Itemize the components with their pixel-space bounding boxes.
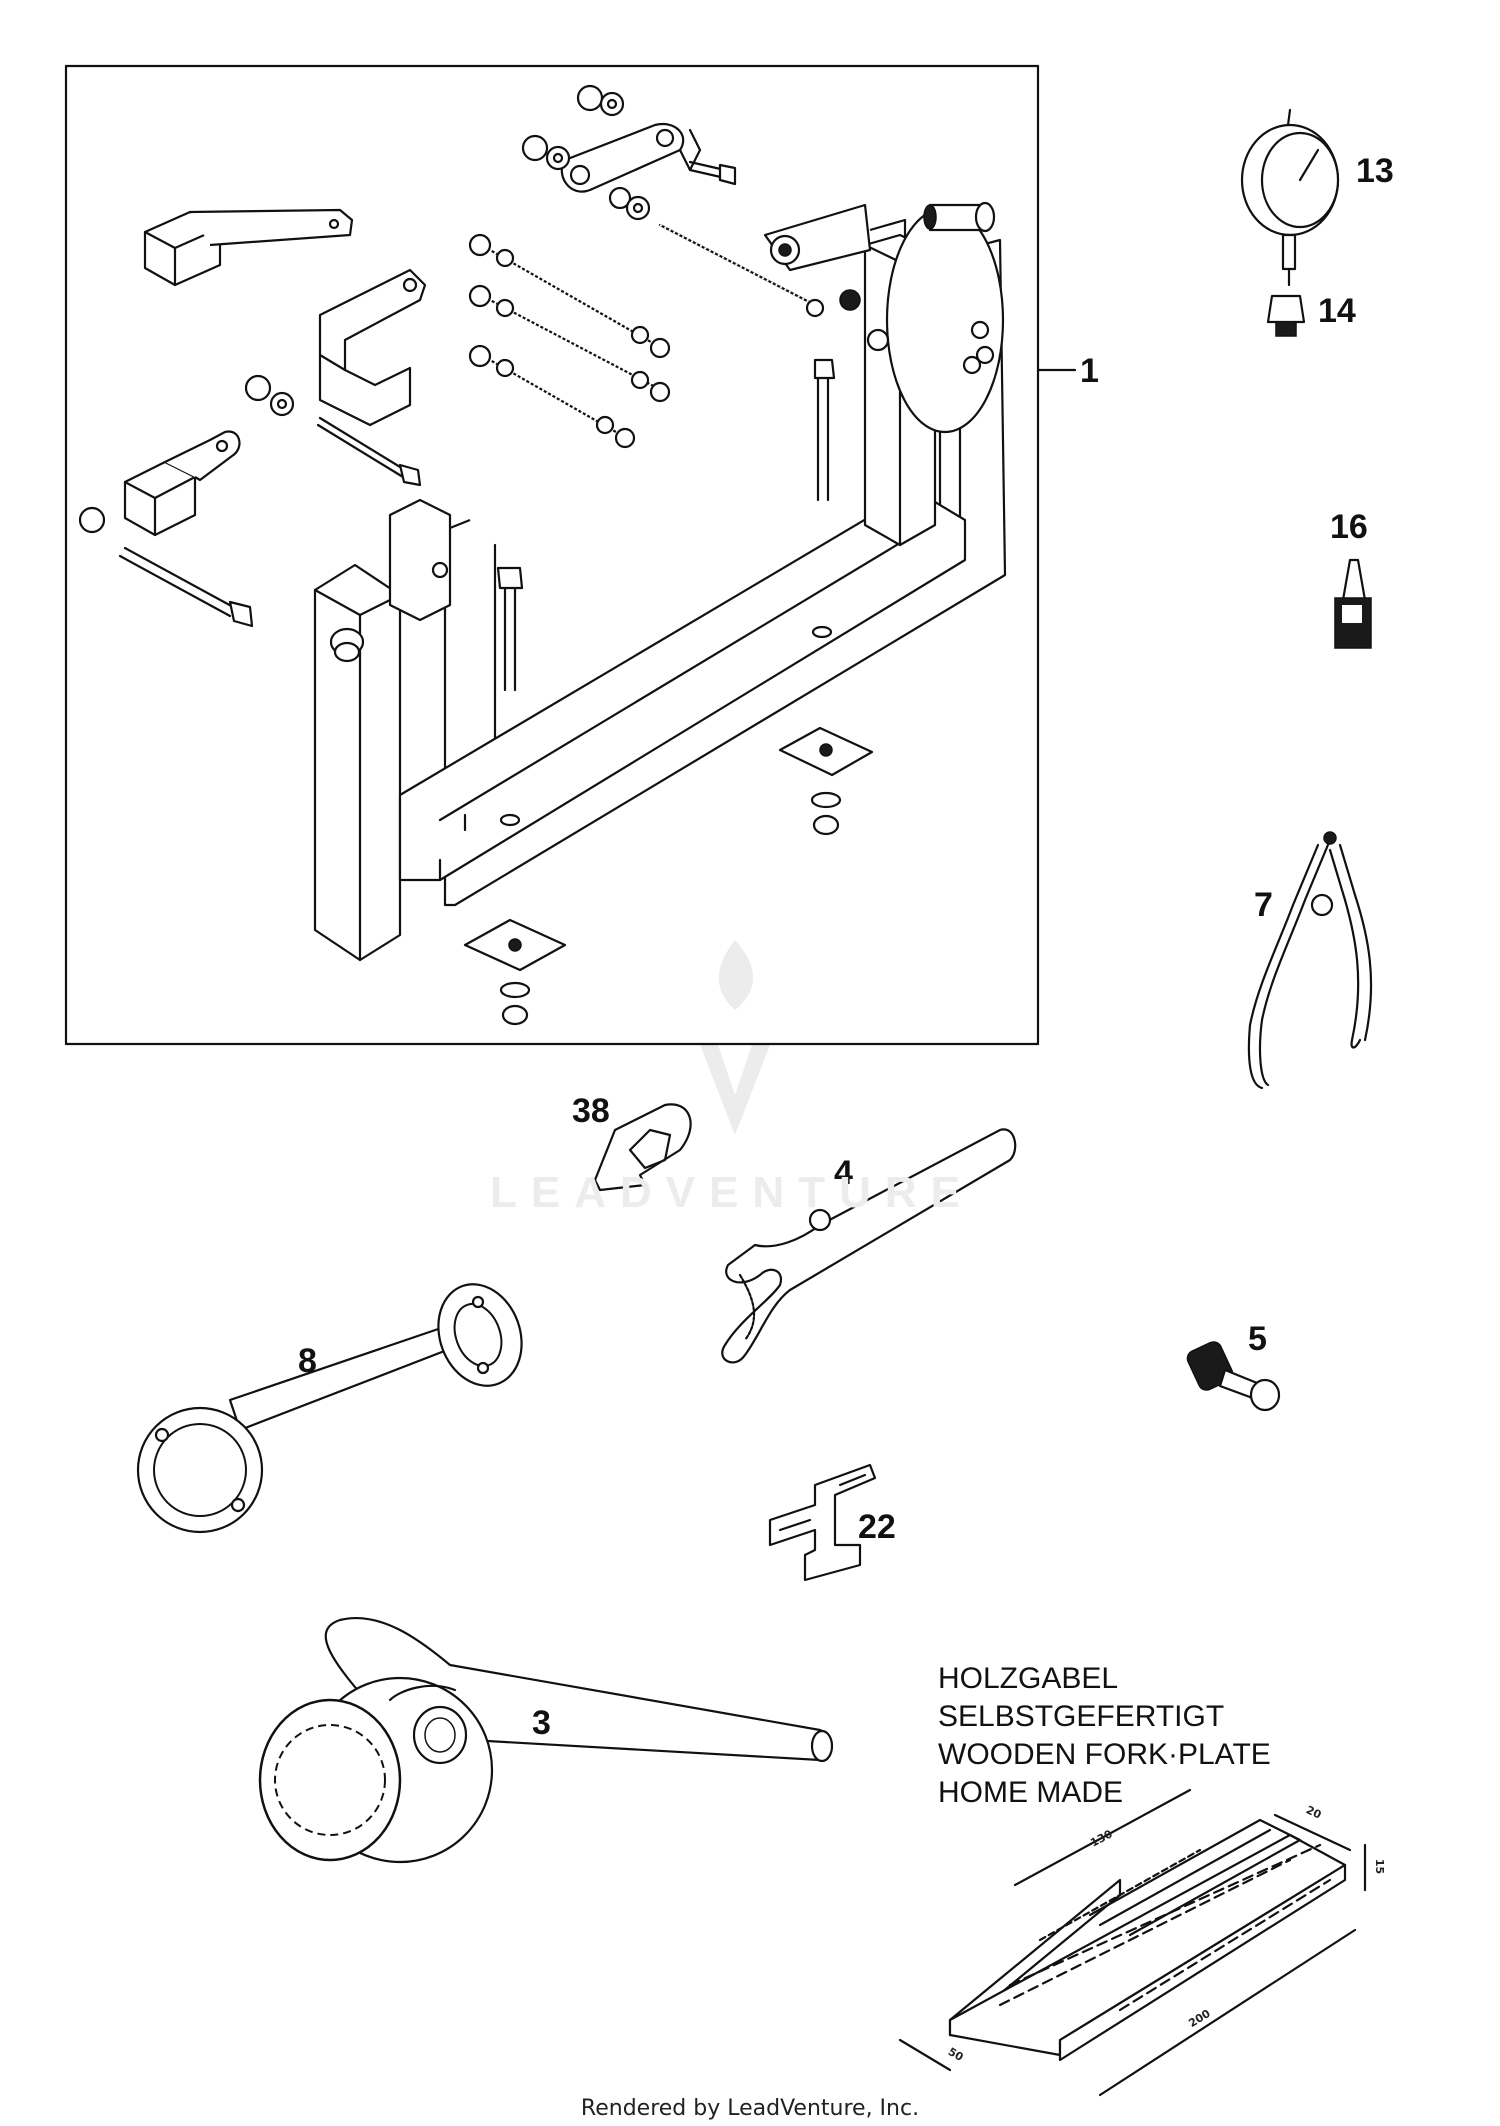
fork-stand xyxy=(313,201,1007,962)
note-line-4: HOME MADE xyxy=(938,1776,1124,1809)
link-plate xyxy=(560,122,702,193)
note-line-3: WOODEN FORK·PLATE xyxy=(938,1738,1271,1771)
hook-spanner xyxy=(721,1128,1017,1364)
foot-plate-left xyxy=(463,918,567,1026)
lock-washer xyxy=(593,1103,692,1192)
pin-wrench xyxy=(136,1283,523,1534)
dimension-15: 15 xyxy=(1373,1858,1387,1875)
threaded-rod-3 xyxy=(468,344,636,449)
threaded-rod-1 xyxy=(468,233,671,359)
leadventure-watermark-logo xyxy=(700,940,770,1135)
gauge-adapter xyxy=(1266,294,1306,337)
nuts-and-washers xyxy=(78,84,651,534)
callout-22: 22 xyxy=(858,1508,896,1546)
threaded-rod-2 xyxy=(468,284,671,403)
note-line-2: SELBSTGEFERTIGT xyxy=(938,1700,1225,1733)
bolt-3 xyxy=(496,566,524,692)
bolt-1 xyxy=(316,416,422,487)
callout-4: 4 xyxy=(834,1154,853,1192)
bolt-5 xyxy=(688,160,737,186)
dial-gauge xyxy=(1240,108,1340,287)
wooden-fork-plate xyxy=(898,1788,1367,2097)
sealant-bottle xyxy=(1334,558,1372,649)
threaded-rod-4 xyxy=(658,223,825,318)
callout-14: 14 xyxy=(1318,292,1356,330)
footer-credit: Rendered by LeadVenture, Inc. xyxy=(580,2096,920,2121)
callout-1: 1 xyxy=(1080,352,1099,390)
callout-5: 5 xyxy=(1248,1320,1267,1358)
callout-16: 16 xyxy=(1330,508,1368,546)
watermark-text: LEADVENTURE xyxy=(490,1168,975,1217)
callout-38: 38 xyxy=(572,1092,610,1130)
note-line-1: HOLZGABEL xyxy=(938,1662,1119,1695)
callout-3: 3 xyxy=(532,1704,551,1742)
bracket-a xyxy=(143,208,354,287)
feeler-gauge xyxy=(768,1463,877,1582)
circlip-pliers xyxy=(1247,831,1373,1090)
bolt-4 xyxy=(813,358,836,502)
foot-plate-right xyxy=(778,726,874,836)
callout-8: 8 xyxy=(298,1342,317,1380)
callout-7: 7 xyxy=(1254,886,1273,924)
clutch-holder xyxy=(258,1617,834,1864)
adapter-bolt xyxy=(1186,1341,1281,1412)
bracket-c xyxy=(123,430,241,537)
callout-13: 13 xyxy=(1356,152,1394,190)
wooden-fork-plate-note: HOLZGABEL SELBSTGEFERTIGT WOODEN FORK·PL… xyxy=(938,1660,1271,1812)
item-1-frame-box xyxy=(64,64,1040,1046)
bracket-b xyxy=(318,268,427,427)
bolt-2 xyxy=(118,546,254,628)
